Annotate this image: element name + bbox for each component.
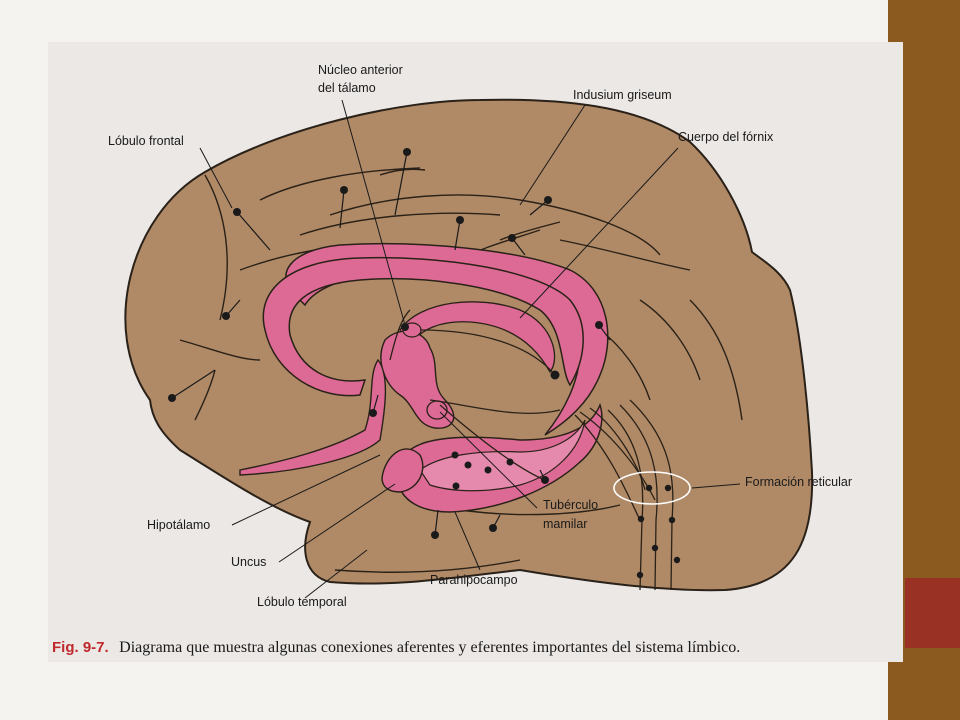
side-accent-decoration [905,578,960,648]
label-tuberculo-line2: mamilar [543,517,587,531]
label-indusium-griseum: Indusium griseum [573,88,672,102]
label-formacion-reticular: Formación reticular [745,475,852,489]
limbic-structures [239,242,609,513]
label-nucleo-anterior-line2: del tálamo [318,81,376,95]
indusium-arc [399,301,556,374]
label-tuberculo-line1: Tubérculo [543,498,598,512]
label-lobulo-temporal: Lóbulo temporal [257,595,347,609]
label-parahipocampo: Parahipocampo [430,573,518,587]
descending-fibres [607,399,691,591]
leader-lines [199,99,741,599]
fibre-synapses [636,484,681,579]
neuron-cell-bodies [168,148,611,539]
caption-text: Diagrama que muestra algunas conexiones … [119,639,740,656]
label-lobulo-frontal: Lóbulo frontal [108,134,184,148]
figure-caption: Fig. 9-7. Diagrama que muestra algunas c… [52,639,740,656]
hypothalamus-stalk [239,358,387,476]
limbic-system-figure: Núcleo anterior del tálamo Indusium gris… [48,42,903,662]
caption-number: Fig. 9-7. [52,639,109,656]
label-nucleo-anterior-line1: Núcleo anterior [318,63,403,77]
brain-diagram: Núcleo anterior del tálamo Indusium gris… [52,63,852,656]
brain-hemisphere [124,98,814,592]
reticular-formation-ellipse [613,471,691,505]
label-uncus: Uncus [231,555,266,569]
pathway-lines [389,309,656,521]
label-hipotalamo: Hipotálamo [147,518,210,532]
gyral-lines [179,167,743,574]
label-cuerpo-fornix: Cuerpo del fórnix [678,130,774,144]
fornix-body [262,256,584,397]
